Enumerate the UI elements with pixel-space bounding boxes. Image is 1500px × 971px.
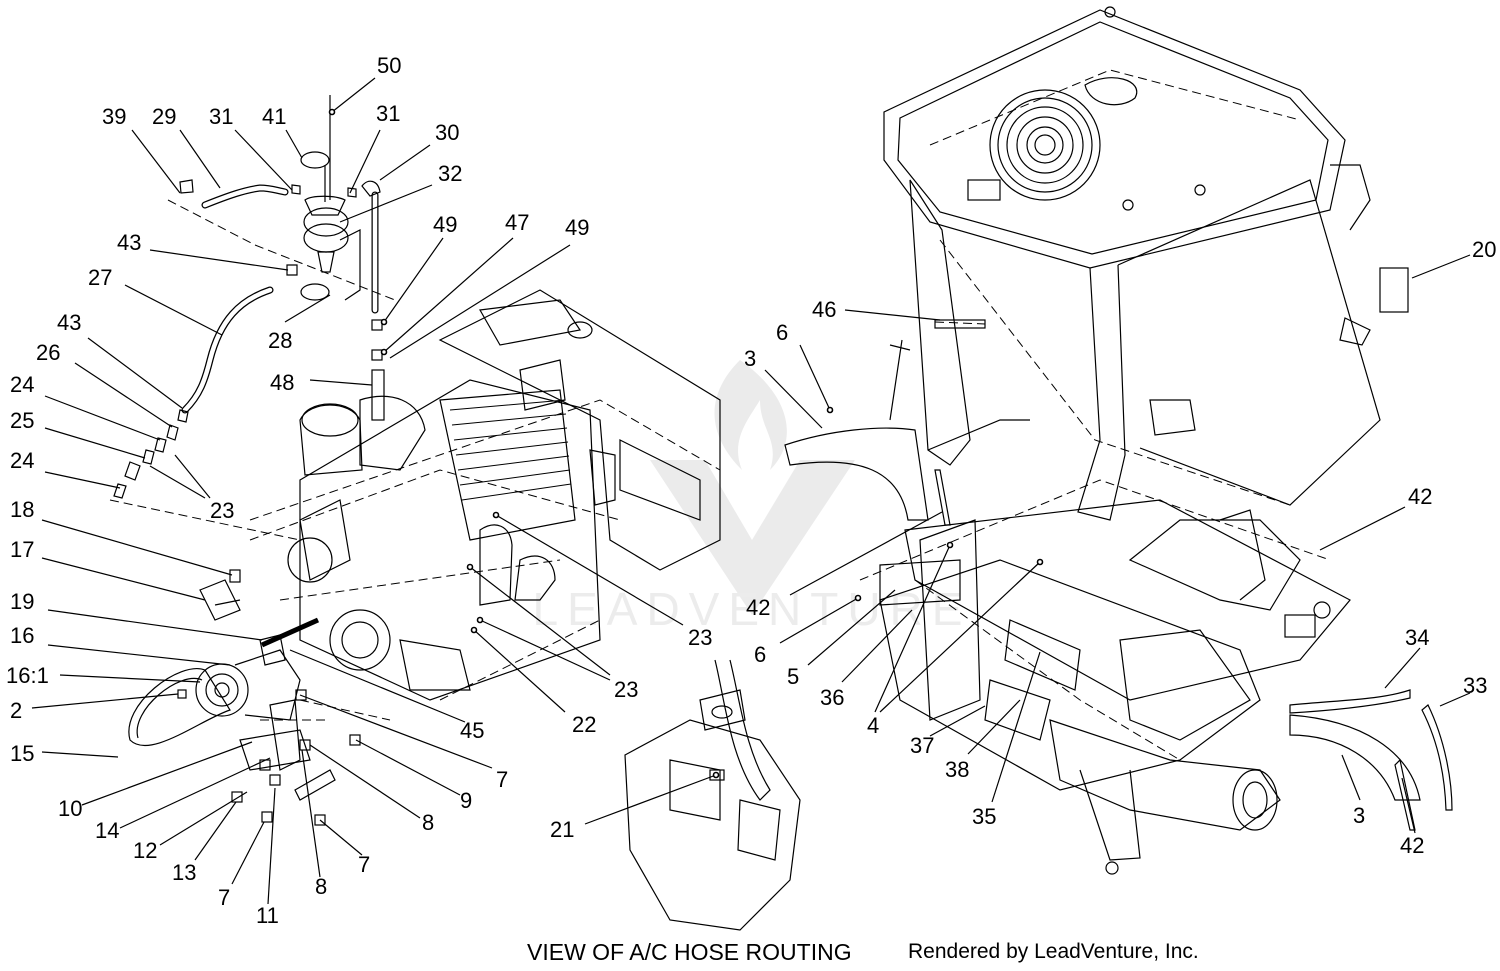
callout-23: 23 (210, 498, 234, 523)
callout-3: 3 (744, 346, 756, 371)
callout-20: 20 (1472, 237, 1496, 262)
watermark-logo: LEADVENTURE (533, 360, 972, 635)
callout-7: 7 (218, 885, 230, 910)
callout-8: 8 (422, 810, 434, 835)
view-caption: VIEW OF A/C HOSE ROUTING (527, 939, 852, 965)
callout-5: 5 (787, 664, 799, 689)
callout-18: 18 (10, 497, 34, 522)
callout-17: 17 (10, 537, 34, 562)
callout-30: 30 (435, 120, 459, 145)
callout-14: 14 (95, 818, 119, 843)
callout-22: 22 (572, 712, 596, 737)
callout-42: 42 (746, 595, 770, 620)
callout-23: 23 (688, 625, 712, 650)
callout-25: 25 (10, 408, 34, 433)
callout-4: 4 (867, 713, 879, 738)
callout-8: 8 (315, 874, 327, 899)
rear-chassis-frame (249, 289, 721, 701)
callout-7: 7 (496, 767, 508, 792)
leader-lines (31, 77, 1471, 905)
callout-31: 31 (209, 104, 233, 129)
callout-10: 10 (58, 796, 82, 821)
leader-endpoints (328, 108, 1044, 779)
callout-29: 29 (152, 104, 176, 129)
callout-21: 21 (550, 817, 574, 842)
callout-12: 12 (133, 838, 157, 863)
callout-50: 50 (377, 53, 401, 78)
callout-3: 3 (1353, 803, 1365, 828)
callout-39: 39 (102, 104, 126, 129)
callout-31: 31 (376, 101, 400, 126)
fender-panel-upper (784, 427, 951, 526)
callout-16: 16 (10, 623, 34, 648)
callout-46: 46 (812, 297, 836, 322)
callout-32: 32 (438, 161, 462, 186)
callout-19: 19 (10, 589, 34, 614)
callout-2: 2 (10, 698, 22, 723)
watermark-text: LEADVENTURE (533, 583, 972, 635)
callout-37: 37 (910, 733, 934, 758)
callout-27: 27 (88, 265, 112, 290)
callout-24: 24 (10, 448, 34, 473)
callout-41: 41 (262, 104, 286, 129)
callout-6: 6 (754, 642, 766, 667)
callout-16-1: 16:1 (6, 663, 49, 688)
callout-35: 35 (972, 804, 996, 829)
callout-7: 7 (358, 852, 370, 877)
callout-6: 6 (776, 320, 788, 345)
callout-48: 48 (270, 370, 294, 395)
floor-frame-assembly (859, 479, 1351, 875)
callout-49: 49 (565, 215, 589, 240)
callout-15: 15 (10, 741, 34, 766)
callout-43: 43 (117, 230, 141, 255)
callout-11: 11 (256, 903, 279, 928)
callout-36: 36 (820, 685, 844, 710)
callout-34: 34 (1405, 625, 1429, 650)
inset-hose-routing-view (624, 659, 801, 931)
callout-38: 38 (945, 757, 969, 782)
callout-42: 42 (1400, 833, 1424, 858)
callout-26: 26 (36, 340, 60, 365)
callout-47: 47 (505, 210, 529, 235)
fender-panel-lower (1289, 689, 1453, 831)
callout-13: 13 (172, 860, 196, 885)
callout-23: 23 (614, 677, 638, 702)
callout-28: 28 (268, 328, 292, 353)
callout-42: 42 (1408, 484, 1432, 509)
hose-routing (109, 95, 396, 541)
cab-assembly (883, 6, 1409, 521)
callout-45: 45 (460, 718, 484, 743)
ac-compressor-assembly (128, 569, 391, 826)
engine-assembly (249, 379, 621, 701)
render-credit: Rendered by LeadVenture, Inc. (908, 940, 1199, 963)
callout-43: 43 (57, 310, 81, 335)
callout-24: 24 (10, 372, 34, 397)
callout-labels: 50 39 29 31 41 31 30 32 43 49 47 49 27 2… (6, 53, 1496, 928)
callout-9: 9 (460, 788, 472, 813)
callout-49: 49 (433, 212, 457, 237)
callout-33: 33 (1463, 673, 1487, 698)
